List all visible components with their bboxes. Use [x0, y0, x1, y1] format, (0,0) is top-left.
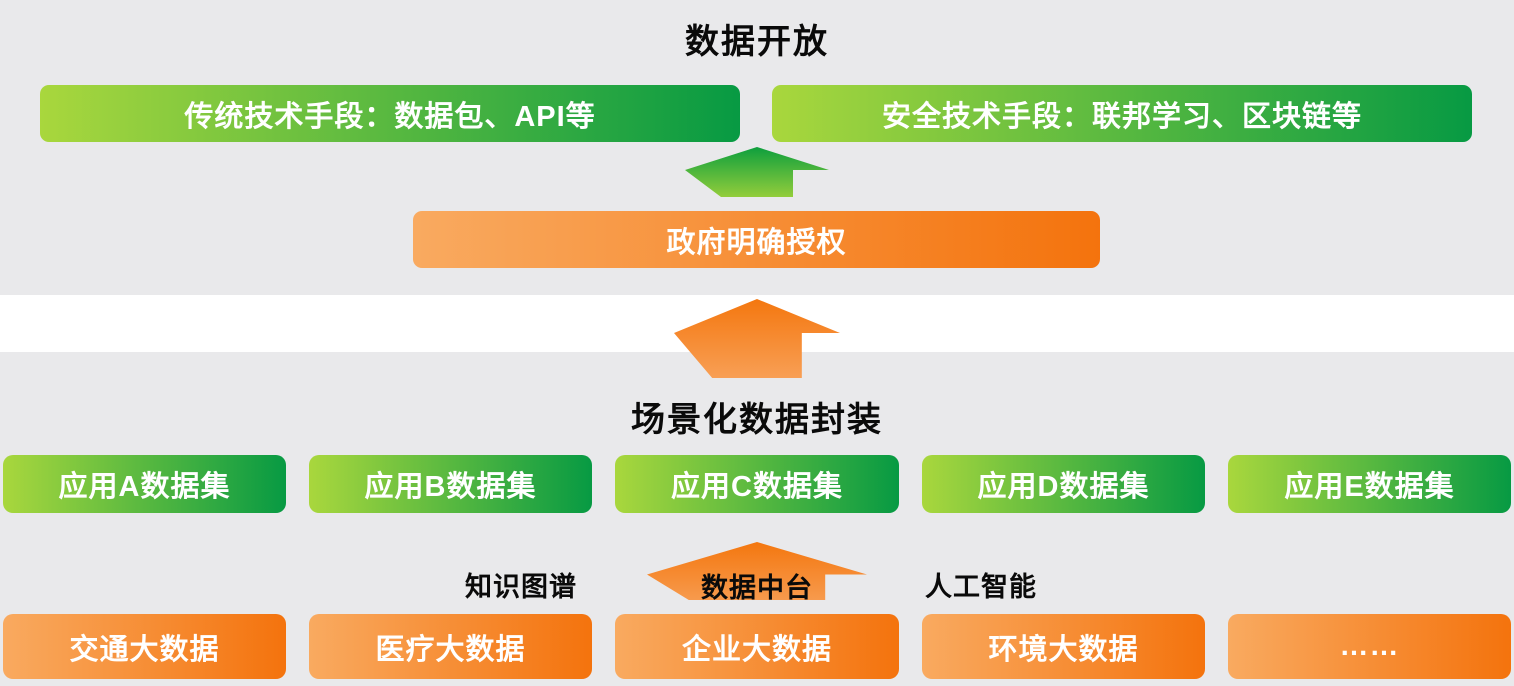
bar-source-environment: 环境大数据 [922, 614, 1205, 679]
bar-dataset-d-label: 应用D数据集 [977, 471, 1150, 503]
bar-gov-authorization: 政府明确授权 [413, 211, 1100, 268]
bar-source-traffic: 交通大数据 [3, 614, 286, 679]
bar-traditional-tech: 传统技术手段：数据包、API等 [40, 85, 740, 142]
bar-dataset-d: 应用D数据集 [922, 455, 1205, 513]
bar-dataset-c: 应用C数据集 [615, 455, 899, 513]
bar-dataset-a: 应用A数据集 [3, 455, 286, 513]
bar-gov-authorization-label: 政府明确授权 [666, 226, 847, 259]
bar-source-more: …… [1228, 614, 1511, 679]
bar-source-traffic-label: 交通大数据 [69, 633, 220, 666]
bar-source-enterprise: 企业大数据 [615, 614, 899, 679]
label-data-middle-platform: 数据中台 [701, 573, 813, 603]
bar-dataset-b: 应用B数据集 [309, 455, 592, 513]
bar-dataset-c-label: 应用C数据集 [671, 471, 843, 503]
title-data-open: 数据开放 [685, 23, 829, 61]
bar-source-medical-label: 医疗大数据 [375, 633, 526, 666]
bar-secure-tech: 安全技术手段：联邦学习、区块链等 [772, 85, 1472, 142]
title-scenario-packaging: 场景化数据封装 [631, 401, 883, 439]
bar-dataset-b-label: 应用B数据集 [364, 471, 537, 503]
label-knowledge-graph: 知识图谱 [465, 572, 577, 602]
bar-traditional-tech-label: 传统技术手段：数据包、API等 [184, 100, 596, 133]
label-artificial-intelligence: 人工智能 [925, 572, 1037, 602]
bar-source-environment-label: 环境大数据 [988, 633, 1139, 666]
bar-dataset-e: 应用E数据集 [1228, 455, 1511, 513]
bar-dataset-e-label: 应用E数据集 [1284, 471, 1455, 503]
bar-source-medical: 医疗大数据 [309, 614, 592, 679]
bar-source-more-label: …… [1339, 630, 1400, 662]
bar-source-enterprise-label: 企业大数据 [681, 633, 832, 666]
bar-secure-tech-label: 安全技术手段：联邦学习、区块链等 [881, 100, 1362, 133]
bar-dataset-a-label: 应用A数据集 [58, 471, 231, 503]
